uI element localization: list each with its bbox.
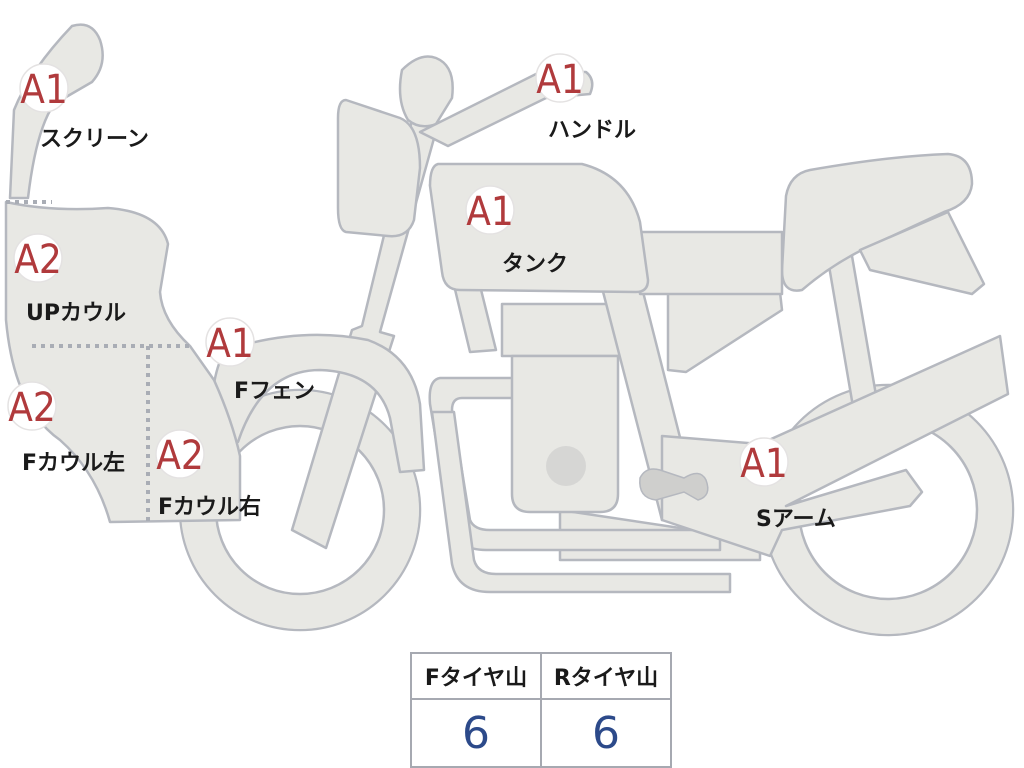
grade-badge <box>535 53 585 103</box>
part-swing-arm: A1 Sアーム <box>739 437 836 532</box>
headlight <box>336 98 422 238</box>
table-row: 6 6 <box>410 698 672 768</box>
grade-text: A1 <box>20 67 68 113</box>
part-tank: A1 タンク <box>465 185 568 277</box>
part-label: Fカウル右 <box>158 495 261 520</box>
grade-badge <box>739 437 789 487</box>
part-f-cowl-left: A2 Fカウル左 <box>7 381 125 476</box>
grade-badge <box>465 185 515 235</box>
grade-text: A1 <box>206 321 254 367</box>
engine <box>510 354 620 514</box>
grade-badge <box>205 317 255 367</box>
part-f-cowl-right: A2 Fカウル右 <box>155 429 261 520</box>
tail-cowl <box>858 210 986 296</box>
grade-badge <box>13 233 63 283</box>
grade-badge <box>19 63 69 113</box>
swing-arm <box>660 334 1010 558</box>
grade-text: A2 <box>14 237 62 283</box>
part-f-fender: A1 Fフェン <box>205 317 315 404</box>
grade-text: A2 <box>8 385 56 431</box>
mirror <box>398 55 454 128</box>
rear-tire-tread-header: Rタイヤ山 <box>540 652 672 700</box>
exhaust-pipe-lower <box>430 410 732 594</box>
grade-badge <box>7 381 57 431</box>
front-tire-tread-header: Fタイヤ山 <box>410 652 542 700</box>
footrest <box>639 468 709 501</box>
grade-text: A1 <box>466 189 514 235</box>
part-label: タンク <box>502 252 568 277</box>
grade-text: A1 <box>536 57 584 103</box>
part-label: スクリーン <box>40 127 149 152</box>
part-label: ハンドル <box>548 118 636 143</box>
grade-text: A2 <box>156 433 204 479</box>
screen <box>8 23 104 200</box>
grade-text: A1 <box>740 441 788 487</box>
panel-seam <box>6 200 190 522</box>
part-handle: A1 ハンドル <box>535 53 636 143</box>
table-header-row: Fタイヤ山 Rタイヤ山 <box>410 652 672 700</box>
part-screen: A1 スクリーン <box>19 63 149 152</box>
engine-cover <box>546 446 586 486</box>
part-label: UPカウル <box>26 301 126 326</box>
tire-tread-table: Fタイヤ山 Rタイヤ山 6 6 <box>410 652 672 768</box>
front-tire-tread-value: 6 <box>410 698 542 768</box>
part-label: Fカウル左 <box>22 450 125 476</box>
part-label: Sアーム <box>756 507 836 532</box>
grade-badge <box>155 429 205 479</box>
rear-tire-tread-value: 6 <box>540 698 672 768</box>
part-label: Fフェン <box>234 379 315 404</box>
part-up-cowl: A2 UPカウル <box>13 233 126 326</box>
